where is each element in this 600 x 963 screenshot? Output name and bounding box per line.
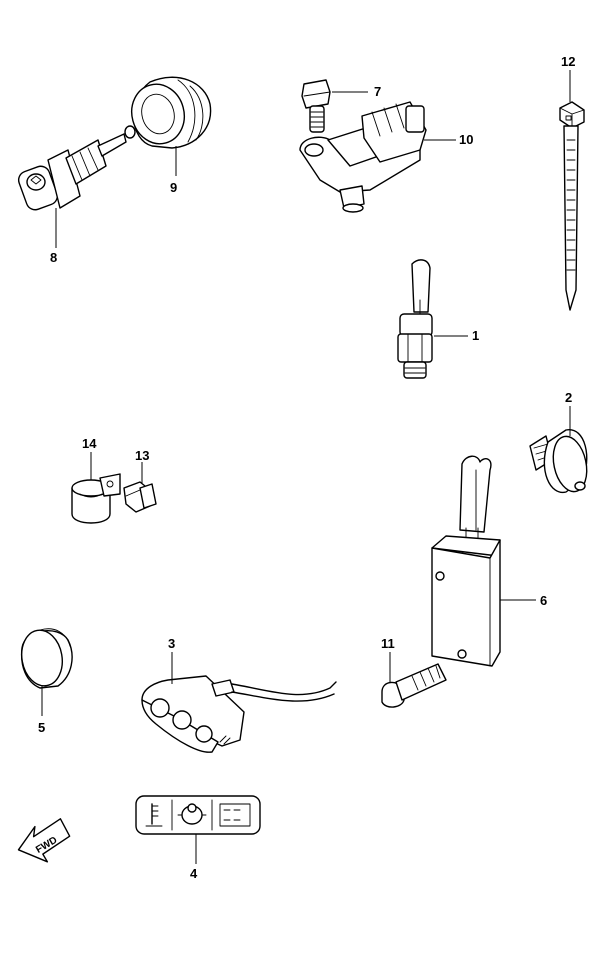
callout-13: 13 [135, 448, 149, 463]
callout-14: 14 [82, 436, 97, 451]
temperature-icon [145, 803, 163, 827]
callout-1: 1 [472, 328, 479, 343]
part-14-clamp [71, 473, 121, 524]
callout-4: 4 [190, 866, 198, 881]
battery-icon [219, 803, 251, 827]
fwd-arrow-icon: FWD [17, 818, 71, 863]
part-7-bolt [301, 79, 331, 133]
part-6-tilt-switch [431, 455, 501, 667]
part-1-temp-sensor [397, 259, 433, 379]
part-3-indicator [141, 675, 337, 753]
callout-8: 8 [50, 250, 57, 265]
part-9-grommet [131, 76, 212, 149]
part-5-cap [20, 628, 73, 689]
callout-9: 9 [170, 180, 177, 195]
part-13-screw [123, 481, 157, 513]
callout-10: 10 [459, 132, 473, 147]
part-4-label-plate [135, 795, 261, 835]
callout-11: 11 [381, 636, 395, 651]
oil-pressure-icon [177, 803, 207, 825]
part-10-map-sensor [299, 101, 427, 213]
callout-7: 7 [374, 84, 381, 99]
callout-3: 3 [168, 636, 175, 651]
callout-5: 5 [38, 720, 45, 735]
part-8-connector [17, 125, 136, 211]
part-12-cable-tie [559, 101, 585, 311]
part-2-knock-sensor [529, 429, 588, 493]
callout-12: 12 [561, 54, 575, 69]
part-11-bolt [381, 663, 447, 708]
callout-6: 6 [540, 593, 547, 608]
callout-2: 2 [565, 390, 572, 405]
